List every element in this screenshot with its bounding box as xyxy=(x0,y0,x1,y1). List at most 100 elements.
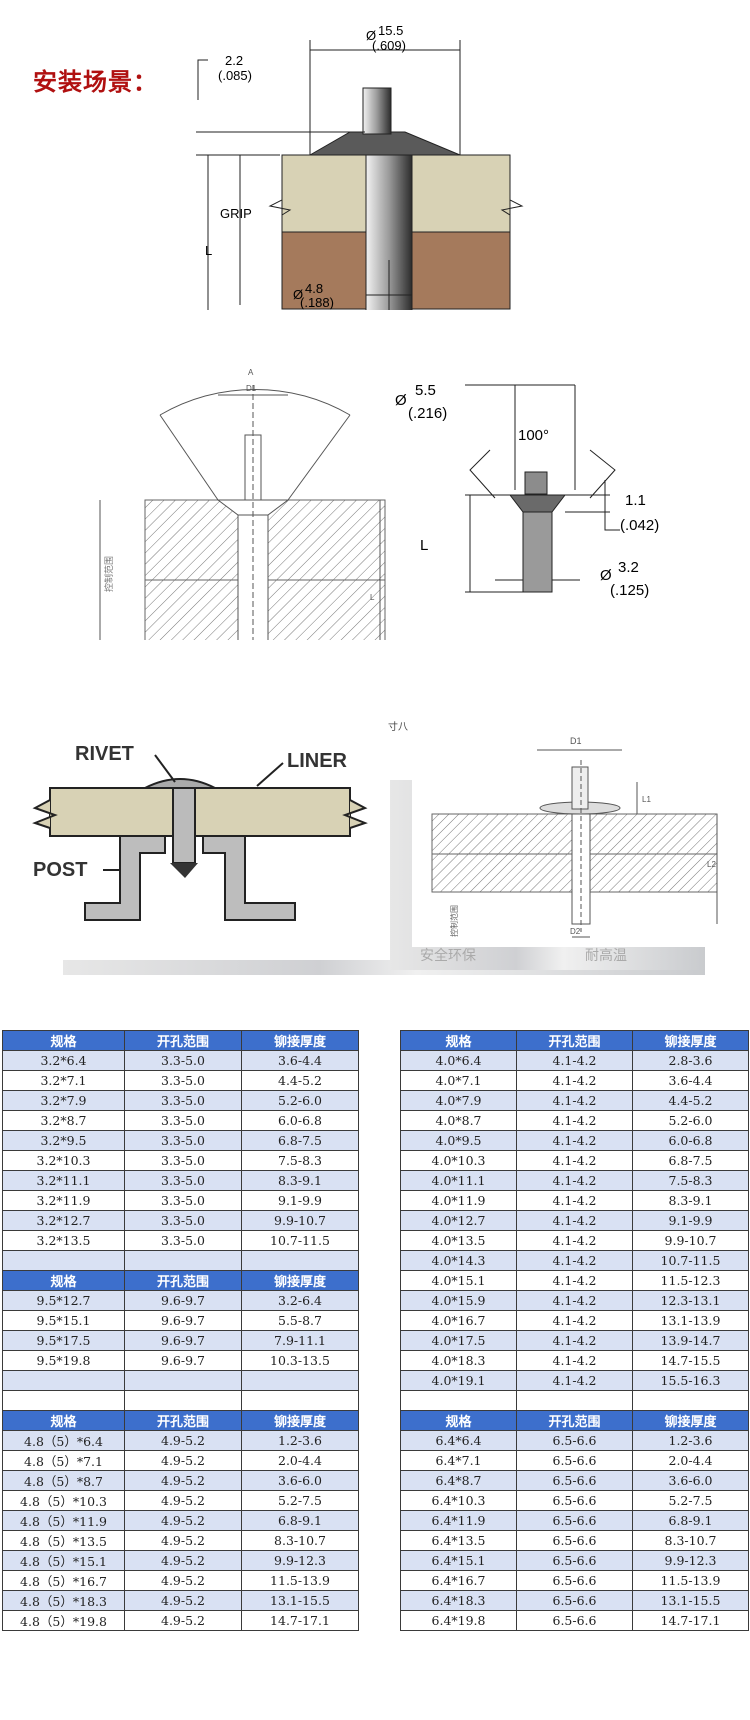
head-diameter-symbol-3: Ø xyxy=(395,392,407,409)
spec-cell: 6.4*19.8 xyxy=(400,1610,517,1631)
column-header: 规格 xyxy=(2,1410,125,1431)
spec-cell: 4.0*15.9 xyxy=(400,1290,517,1311)
head-diameter-value: 15.5 xyxy=(378,23,403,38)
hole-range-cell: 3.3-5.0 xyxy=(124,1150,242,1171)
spec-cell: 3.2*10.3 xyxy=(2,1150,125,1171)
grip-range-cell: 8.3-9.1 xyxy=(241,1170,359,1191)
hole-range-cell: 4.9-5.2 xyxy=(124,1530,242,1551)
column-header: 规格 xyxy=(400,1030,517,1051)
angle-label: A xyxy=(248,368,254,377)
hole-range-cell: 9.6-9.7 xyxy=(124,1310,242,1331)
shank-diameter-value-3: 3.2 xyxy=(618,559,639,576)
spec-cell: 3.2*13.5 xyxy=(2,1230,125,1251)
hole-range-cell: 4.9-5.2 xyxy=(124,1510,242,1531)
spec-cell: 6.4*13.5 xyxy=(400,1530,517,1551)
hole-range-cell: 4.1-4.2 xyxy=(516,1350,633,1371)
hole-range-cell: 3.3-5.0 xyxy=(124,1070,242,1091)
rivet-label: RIVET xyxy=(75,743,134,765)
left-g1-header-row: 规格开孔范围铆接厚度 xyxy=(2,1030,359,1051)
hole-range-cell: 6.5-6.6 xyxy=(516,1430,633,1451)
grip-range-cell: 14.7-17.1 xyxy=(241,1610,359,1631)
grip-range-cell: 5.5-8.7 xyxy=(241,1310,359,1331)
empty-row xyxy=(400,1390,749,1411)
hole-range-cell: 4.1-4.2 xyxy=(516,1370,633,1391)
column-header: 规格 xyxy=(2,1270,125,1291)
grip-range-cell: 11.5-13.9 xyxy=(632,1570,749,1591)
grip-range-cell: 8.3-9.1 xyxy=(632,1190,749,1211)
empty-cell xyxy=(516,1390,633,1411)
hole-range-cell: 4.9-5.2 xyxy=(124,1470,242,1491)
post-label: POST xyxy=(33,859,87,881)
grip-range-cell: 13.1-15.5 xyxy=(632,1590,749,1611)
grip-range-cell: 10.7-11.5 xyxy=(241,1230,359,1251)
hole-range-cell: 6.5-6.6 xyxy=(516,1510,633,1531)
spec-cell: 6.4*11.9 xyxy=(400,1510,517,1531)
head-height-inches: (.085) xyxy=(218,68,252,83)
spec-cell: 9.5*12.7 xyxy=(2,1290,125,1311)
grip-range-cell: 5.2-6.0 xyxy=(632,1110,749,1131)
hole-range-cell: 4.1-4.2 xyxy=(516,1070,633,1091)
spec-cell: 4.8（5）*10.3 xyxy=(2,1490,125,1511)
hole-range-cell: 9.6-9.7 xyxy=(124,1350,242,1371)
column-header: 铆接厚度 xyxy=(241,1030,359,1051)
right-g1-header-row: 规格开孔范围铆接厚度 xyxy=(400,1030,749,1051)
hole-range-cell: 3.3-5.0 xyxy=(124,1210,242,1231)
spec-cell: 6.4*10.3 xyxy=(400,1490,517,1511)
hole-range-cell: 3.3-5.0 xyxy=(124,1170,242,1191)
fragment-text-right: 耐高温 xyxy=(585,948,627,964)
spec-cell: 9.5*19.8 xyxy=(2,1350,125,1371)
empty-cell xyxy=(2,1370,125,1391)
spec-cell: 4.0*13.5 xyxy=(400,1230,517,1251)
d1-label-5: D1 xyxy=(570,736,582,746)
grip-range-cell: 4.4-5.2 xyxy=(241,1070,359,1091)
empty-cell xyxy=(241,1370,359,1391)
spec-cell: 4.0*18.3 xyxy=(400,1350,517,1371)
liner-label: LINER xyxy=(287,750,348,772)
hole-range-cell: 4.1-4.2 xyxy=(516,1310,633,1331)
spec-cell: 4.8（5）*16.7 xyxy=(2,1570,125,1591)
grip-range-cell: 9.9-10.7 xyxy=(241,1210,359,1231)
column-header: 开孔范围 xyxy=(124,1410,242,1431)
spec-cell: 4.8（5）*19.8 xyxy=(2,1610,125,1631)
grip-range-cell: 1.2-3.6 xyxy=(632,1430,749,1451)
l-label: L xyxy=(370,593,375,602)
empty-cell xyxy=(632,1390,749,1411)
grip-range-cell: 8.3-10.7 xyxy=(241,1530,359,1551)
hole-range-cell: 3.3-5.0 xyxy=(124,1130,242,1151)
column-header: 规格 xyxy=(400,1410,517,1431)
grip-range-cell: 9.9-12.3 xyxy=(241,1550,359,1571)
hole-range-cell: 4.9-5.2 xyxy=(124,1490,242,1511)
grip-range-cell: 13.1-13.9 xyxy=(632,1310,749,1331)
column-header: 开孔范围 xyxy=(516,1410,633,1431)
hole-range-cell: 4.9-5.2 xyxy=(124,1570,242,1591)
spec-cell: 4.0*12.7 xyxy=(400,1210,517,1231)
length-label-3: L xyxy=(420,537,428,554)
l2-label: L2 xyxy=(707,860,716,869)
grip-range-cell: 6.8-7.5 xyxy=(241,1130,359,1151)
head-diameter-symbol: Ø xyxy=(366,28,376,43)
fragment-text-top: 寸八 xyxy=(388,722,408,733)
grip-range-cell: 6.8-9.1 xyxy=(632,1510,749,1531)
grip-range-cell: 8.3-10.7 xyxy=(632,1530,749,1551)
countersunk-section-diagram: A D1 控制范围 L D2 xyxy=(99,368,386,640)
grip-range-cell: 6.0-6.8 xyxy=(632,1130,749,1151)
